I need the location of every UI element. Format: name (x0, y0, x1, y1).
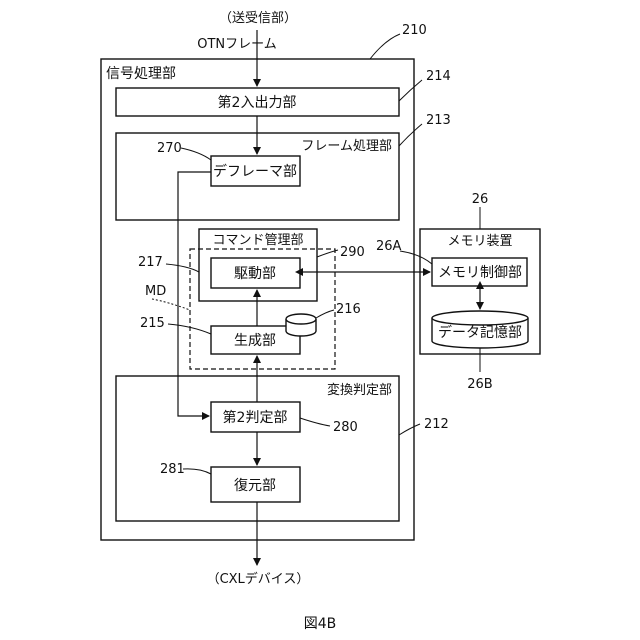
second-judge-label: 第2判定部 (223, 409, 288, 426)
signal-processing-leader (370, 34, 400, 59)
arrow-deframer-to-second-judge (178, 172, 211, 416)
restore-label: 復元部 (234, 477, 276, 494)
restore-ref: 281 (160, 462, 185, 477)
generator-storage-leader (316, 310, 334, 318)
io-unit-leader (399, 80, 422, 101)
generator-storage-ref: 216 (336, 302, 361, 317)
md-leader (152, 299, 190, 310)
signal-processing-ref: 210 (402, 23, 427, 38)
deframer-leader (181, 148, 211, 160)
output-destination-label: （CXLデバイス） (207, 571, 310, 587)
io-unit-label: 第2入出力部 (218, 94, 297, 111)
deframer-label: デフレーマ部 (213, 163, 297, 180)
data-storage-label: データ記憶部 (438, 324, 522, 341)
frame-processing-leader (399, 124, 422, 146)
conversion-leader (399, 424, 420, 435)
second-judge-leader (300, 418, 330, 426)
deframer-ref: 270 (157, 141, 182, 156)
otn-frame-label: OTNフレーム (197, 37, 277, 52)
conversion-ref: 212 (424, 417, 449, 432)
signal-processing-title: 信号処理部 (106, 66, 176, 82)
command-management-title: コマンド管理部 (212, 233, 303, 248)
data-storage-ref: 26B (467, 377, 492, 392)
driver-leader (166, 264, 199, 272)
generator-label: 生成部 (234, 333, 276, 349)
frame-processing-title: フレーム処理部 (301, 139, 392, 154)
memory-device-title: メモリ装置 (447, 234, 512, 249)
frame-processing-ref: 213 (426, 113, 451, 128)
generator-ref: 215 (140, 316, 165, 331)
memory-controller-ref: 26A (376, 239, 402, 254)
io-unit-ref: 214 (426, 69, 451, 84)
generator-storage-icon (286, 314, 316, 336)
restore-leader (183, 469, 211, 474)
driver-label: 駆動部 (234, 266, 276, 282)
figure-label: 図4B (304, 616, 337, 632)
memory-device-ref: 26 (472, 192, 489, 207)
input-source-label: （送受信部） (219, 11, 297, 26)
md-ref: MD (145, 284, 166, 299)
driver-ref: 217 (138, 255, 163, 270)
command-management-ref: 290 (340, 245, 365, 260)
memory-controller-leader (400, 251, 432, 264)
conversion-title: 変換判定部 (327, 382, 392, 398)
second-judge-ref: 280 (333, 420, 358, 435)
memory-controller-label: メモリ制御部 (438, 265, 522, 281)
